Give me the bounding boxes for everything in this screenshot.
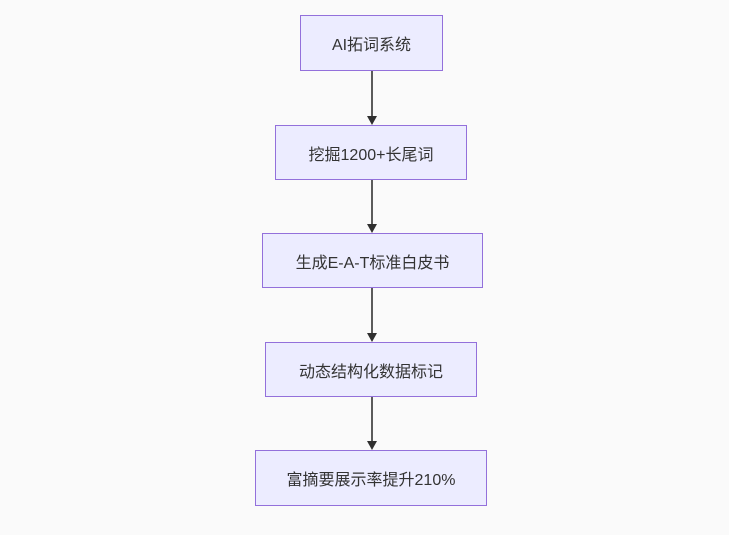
flow-node-2-label: 挖掘1200+长尾词 — [308, 146, 434, 164]
arrowhead-down-icon — [366, 333, 377, 342]
edge-line — [370, 71, 373, 116]
arrowhead-down-icon — [366, 441, 377, 450]
edge-line — [370, 180, 373, 224]
flow-node-1: AI拓词系统 — [300, 15, 443, 71]
arrowhead-down-icon — [366, 116, 377, 125]
flow-node-2: 挖掘1200+长尾词 — [275, 125, 467, 180]
flow-node-1-label: AI拓词系统 — [331, 37, 412, 54]
flow-node-3-label: 生成E-A-T标准白皮书 — [295, 254, 450, 272]
flow-node-3: 生成E-A-T标准白皮书 — [262, 233, 483, 288]
edge-arrow-1 — [366, 71, 377, 125]
edge-arrow-4 — [366, 397, 377, 450]
edge-arrow-3 — [366, 288, 377, 342]
flow-node-4-label: 动态结构化数据标记 — [298, 363, 443, 381]
flow-node-4: 动态结构化数据标记 — [265, 342, 477, 397]
edge-line — [370, 397, 373, 441]
flow-node-5-label: 富摘要展示率提升210% — [286, 472, 456, 489]
edge-line — [370, 288, 373, 333]
flow-node-5: 富摘要展示率提升210% — [255, 450, 487, 506]
arrowhead-down-icon — [366, 224, 377, 233]
edge-arrow-2 — [366, 180, 377, 233]
